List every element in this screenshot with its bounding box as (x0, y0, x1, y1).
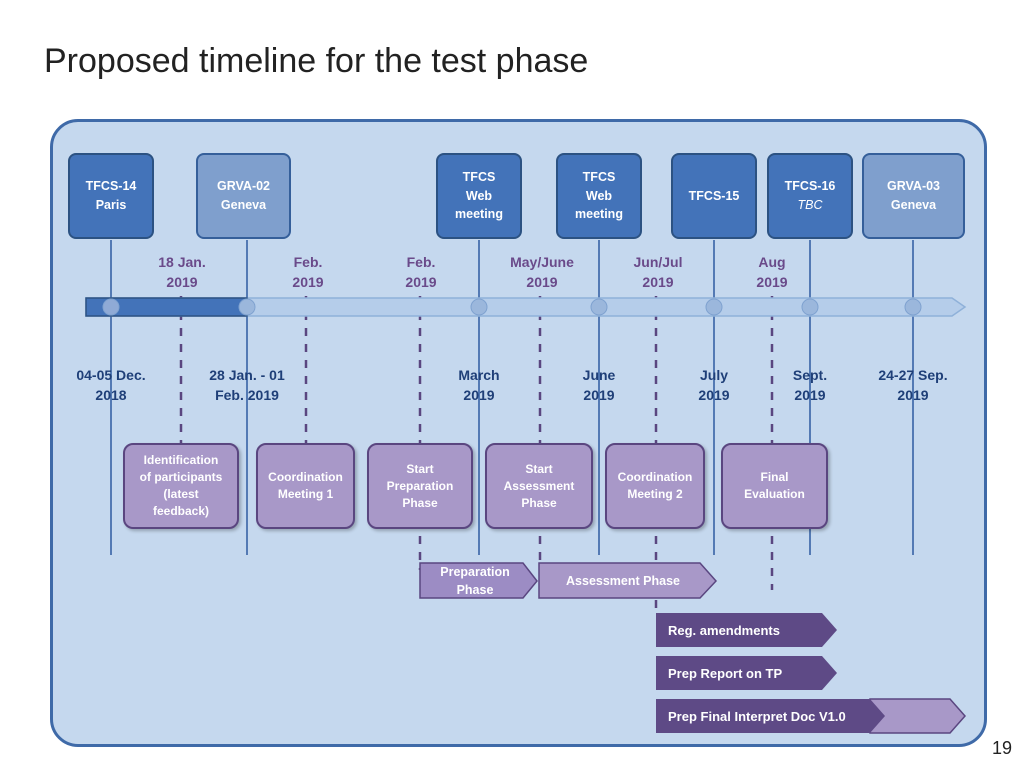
event-coordination-meeting-2: Coordination Meeting 2 (605, 443, 705, 529)
task-arrow-reg-amendments (656, 613, 837, 647)
event-start-assessment: Start Assessment Phase (485, 443, 593, 529)
page-number: 19 (991, 738, 1012, 758)
bottom-date-jan-feb: 28 Jan. - 01 Feb. 2019 (209, 367, 285, 403)
event-start-preparation: Start Preparation Phase (367, 443, 473, 529)
meeting-grva03: GRVA-03 Geneva (862, 153, 965, 239)
page-title: Proposed timeline for the test phase (44, 42, 589, 80)
bottom-date-june: June 2019 (582, 367, 616, 403)
bottom-date-march: March 2019 (458, 367, 500, 403)
event-final-evaluation: Final Evaluation (721, 443, 828, 529)
meeting-tfcs15: TFCS-15 (671, 153, 757, 239)
bottom-date-dec: 04-05 Dec. 2018 (76, 367, 146, 403)
meeting-grva02: GRVA-02 Geneva (196, 153, 291, 239)
task-reg-amendments: Reg. amendments (668, 623, 780, 638)
task-prep-report: Prep Report on TP (668, 666, 783, 681)
event-identification-participants: Identification of participants (latest f… (123, 443, 239, 529)
top-date-feb-1: Feb. 2019 (292, 254, 324, 290)
meeting-tfcs16: TFCS-16 TBC (767, 153, 853, 239)
top-date-jun-jul: Jun/Jul 2019 (633, 254, 683, 290)
top-date-may-june: May/June 2019 (510, 254, 574, 290)
meeting-tfcs-web-1: TFCS Web meeting (436, 153, 522, 239)
meeting-tfcs14: TFCS-14 Paris (68, 153, 154, 239)
top-date-feb-2: Feb. 2019 (405, 254, 437, 290)
bottom-date-sept: Sept. 2019 (792, 367, 828, 403)
assessment-phase-label: Assessment Phase (566, 574, 680, 588)
preparation-phase-label: Preparation Phase (440, 565, 510, 597)
meeting-tfcs-web-2: TFCS Web meeting (556, 153, 642, 239)
top-date-aug: Aug 2019 (756, 254, 788, 290)
assessment-phase-arrow (538, 562, 718, 599)
top-date-jan: 18 Jan. 2019 (158, 254, 206, 290)
task-prep-final-doc: Prep Final Interpret Doc V1.0 (668, 709, 846, 724)
timeline-markers (102, 298, 922, 316)
task-arrow-final-doc (656, 699, 885, 733)
preparation-phase-arrow (419, 562, 538, 599)
task-arrow-prep-report (656, 656, 837, 690)
bottom-date-july: July 2019 (698, 367, 730, 403)
bottom-date-sep-end: 24-27 Sep. 2019 (878, 367, 948, 403)
event-coordination-meeting-1: Coordination Meeting 1 (256, 443, 355, 529)
